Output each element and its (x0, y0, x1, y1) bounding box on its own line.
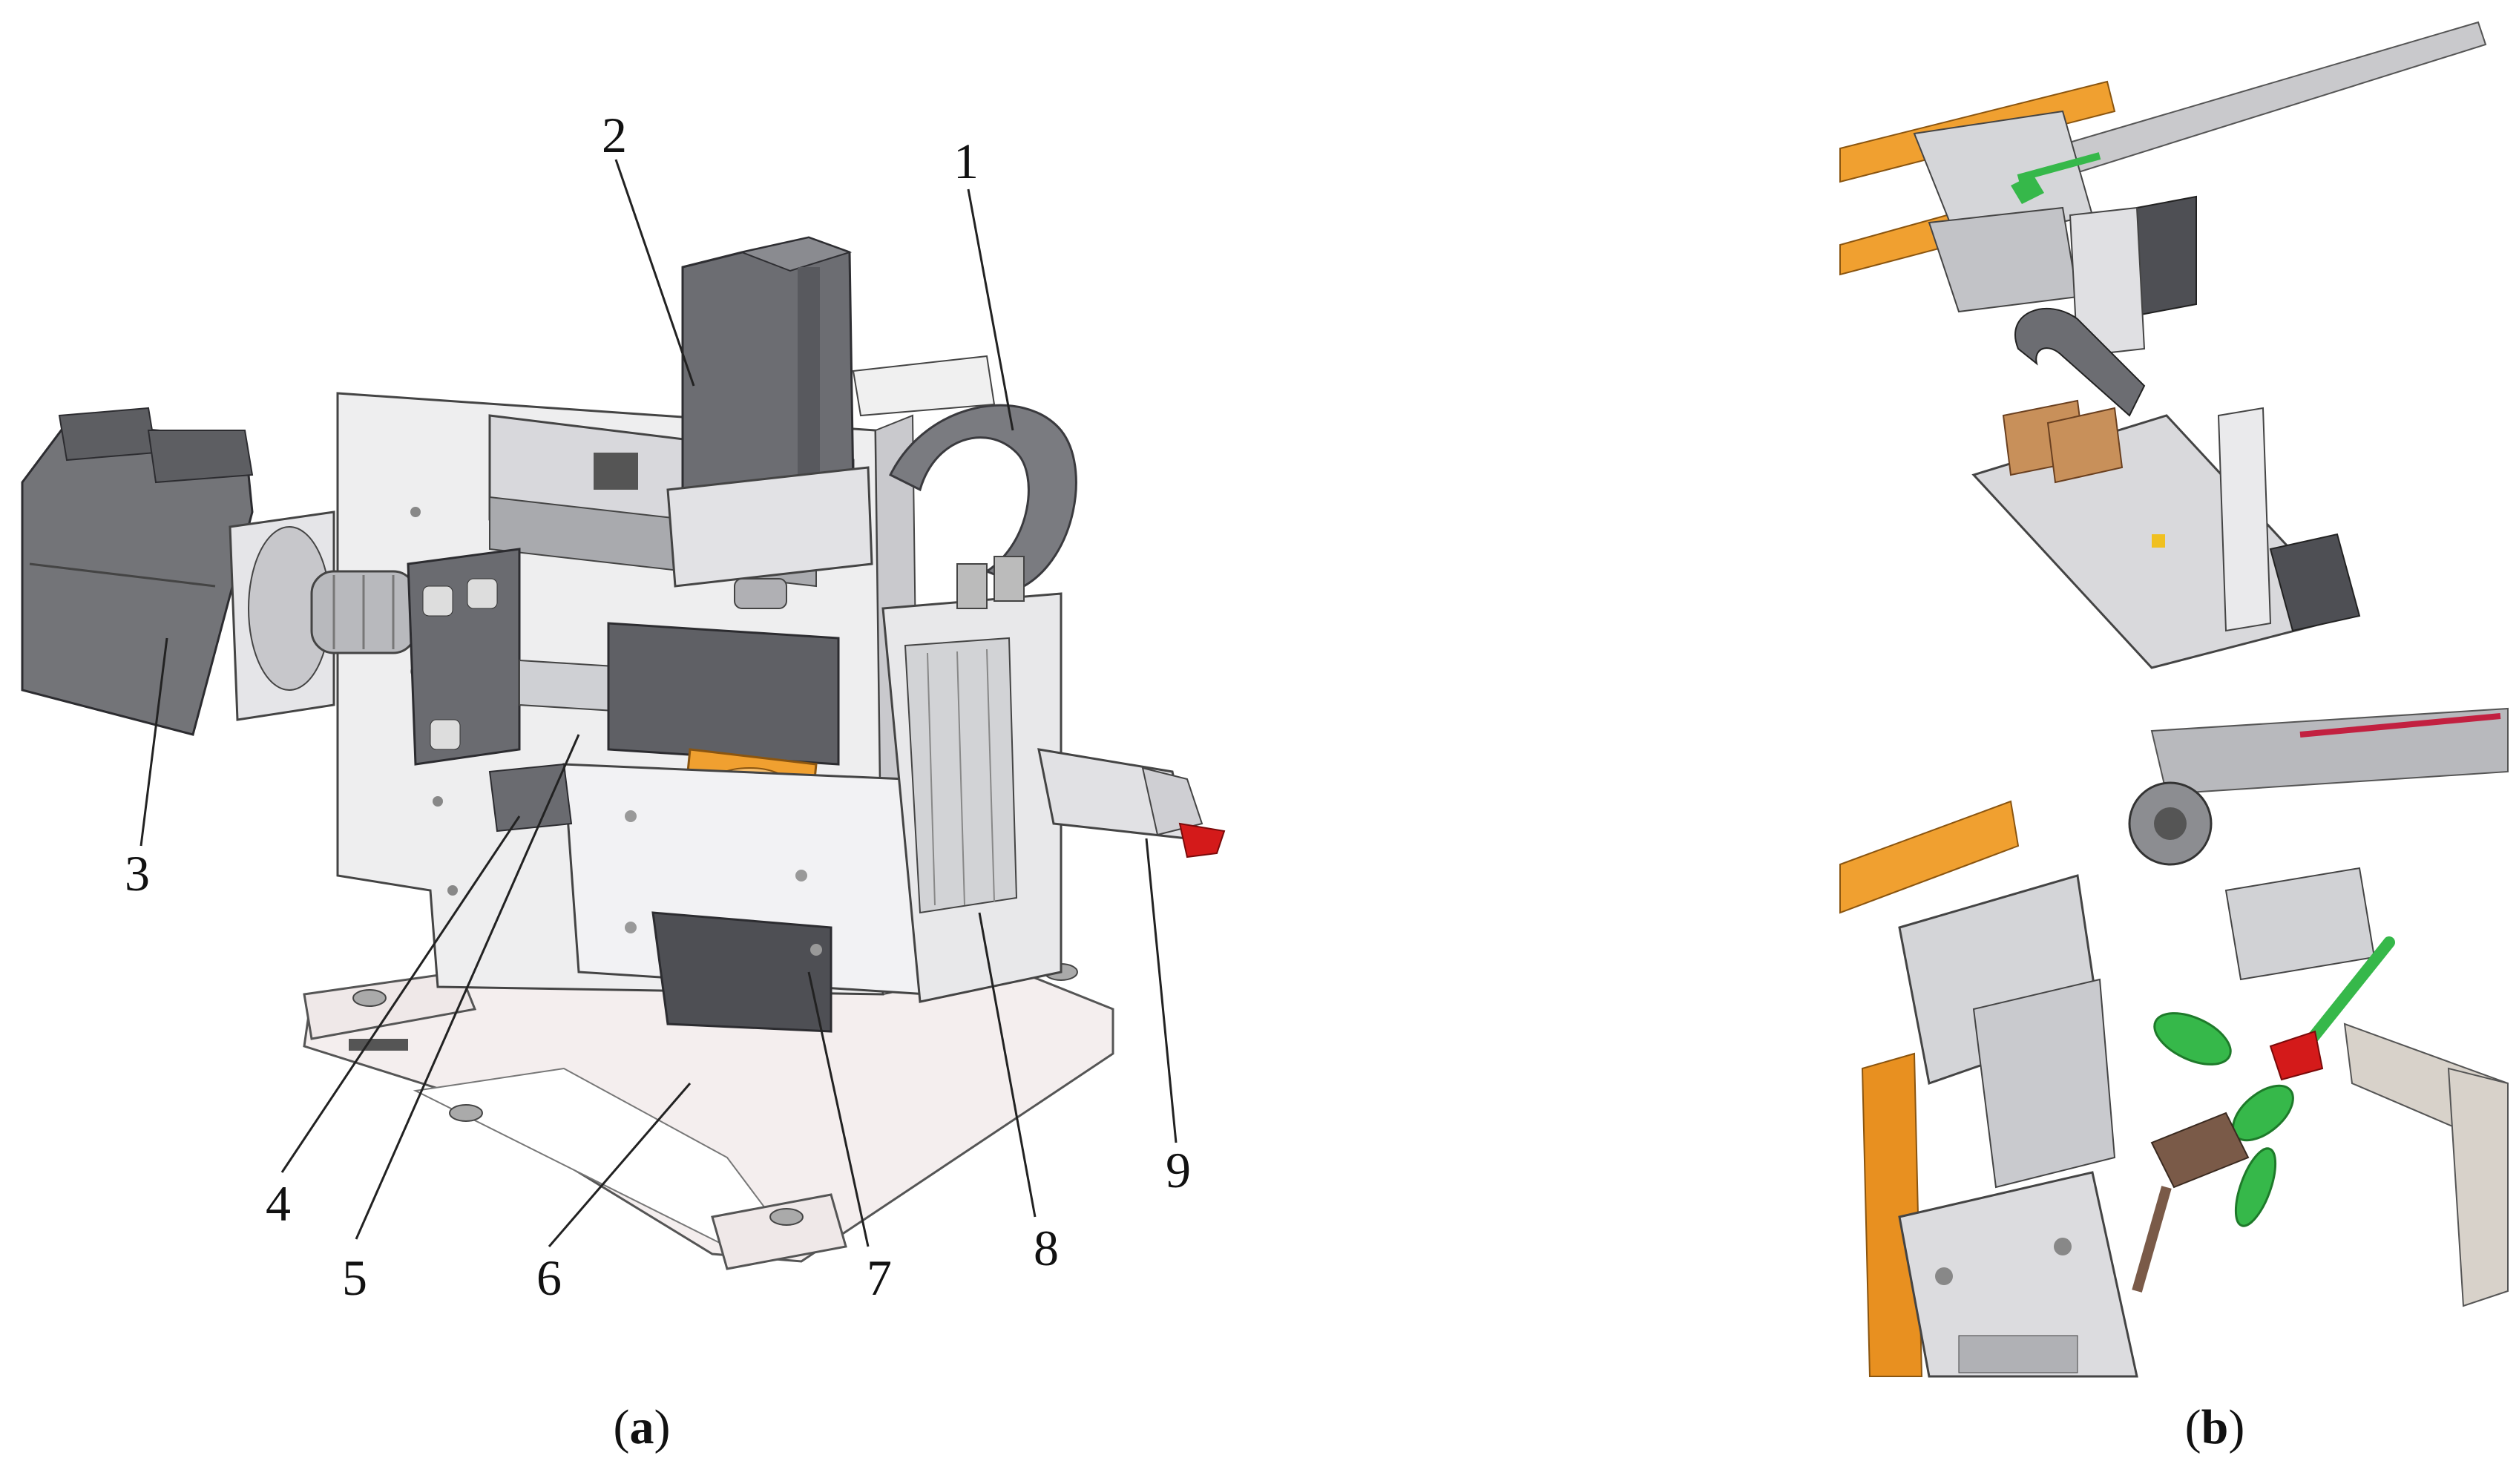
cable-carrier (852, 355, 1077, 588)
base-frame (303, 933, 1114, 1270)
leader-line-2 (614, 159, 695, 387)
stepper-motor (666, 236, 873, 609)
callout-labels: 1 2 3 4 5 6 7 8 9 (125, 107, 1191, 1306)
pneumatic-cylinder (881, 556, 1063, 1003)
leader-line-9 (1145, 838, 1178, 1143)
leader-line-4 (280, 815, 521, 1173)
callout-8: 8 (1034, 1220, 1059, 1276)
panel-a-caption: (a) (614, 1400, 671, 1454)
leader-line-6 (548, 1083, 692, 1247)
servo-motor (21, 407, 335, 736)
leader-line-8 (978, 912, 1037, 1218)
panel-a-illustration (21, 236, 1226, 1270)
slide-block (488, 622, 929, 1033)
leader-line-3 (139, 637, 168, 847)
panel-b-top-view (1839, 21, 2508, 675)
callout-5: 5 (342, 1250, 367, 1306)
callout-7: 7 (867, 1250, 892, 1306)
panel-b-caption: (b) (2185, 1400, 2245, 1454)
callout-6: 6 (536, 1250, 562, 1306)
end-effector (1037, 748, 1226, 858)
callout-2: 2 (602, 107, 627, 163)
leader-line-5 (355, 734, 580, 1240)
leader-line-7 (807, 971, 870, 1247)
leader-line-1 (967, 188, 1014, 431)
leader-lines (139, 159, 1178, 1247)
callout-1: 1 (953, 133, 979, 189)
callout-3: 3 (125, 845, 150, 902)
panel-b-closeup-view (1839, 707, 2509, 1378)
callout-9: 9 (1166, 1142, 1191, 1198)
ball-screw (310, 548, 639, 766)
callout-4: 4 (266, 1175, 291, 1232)
